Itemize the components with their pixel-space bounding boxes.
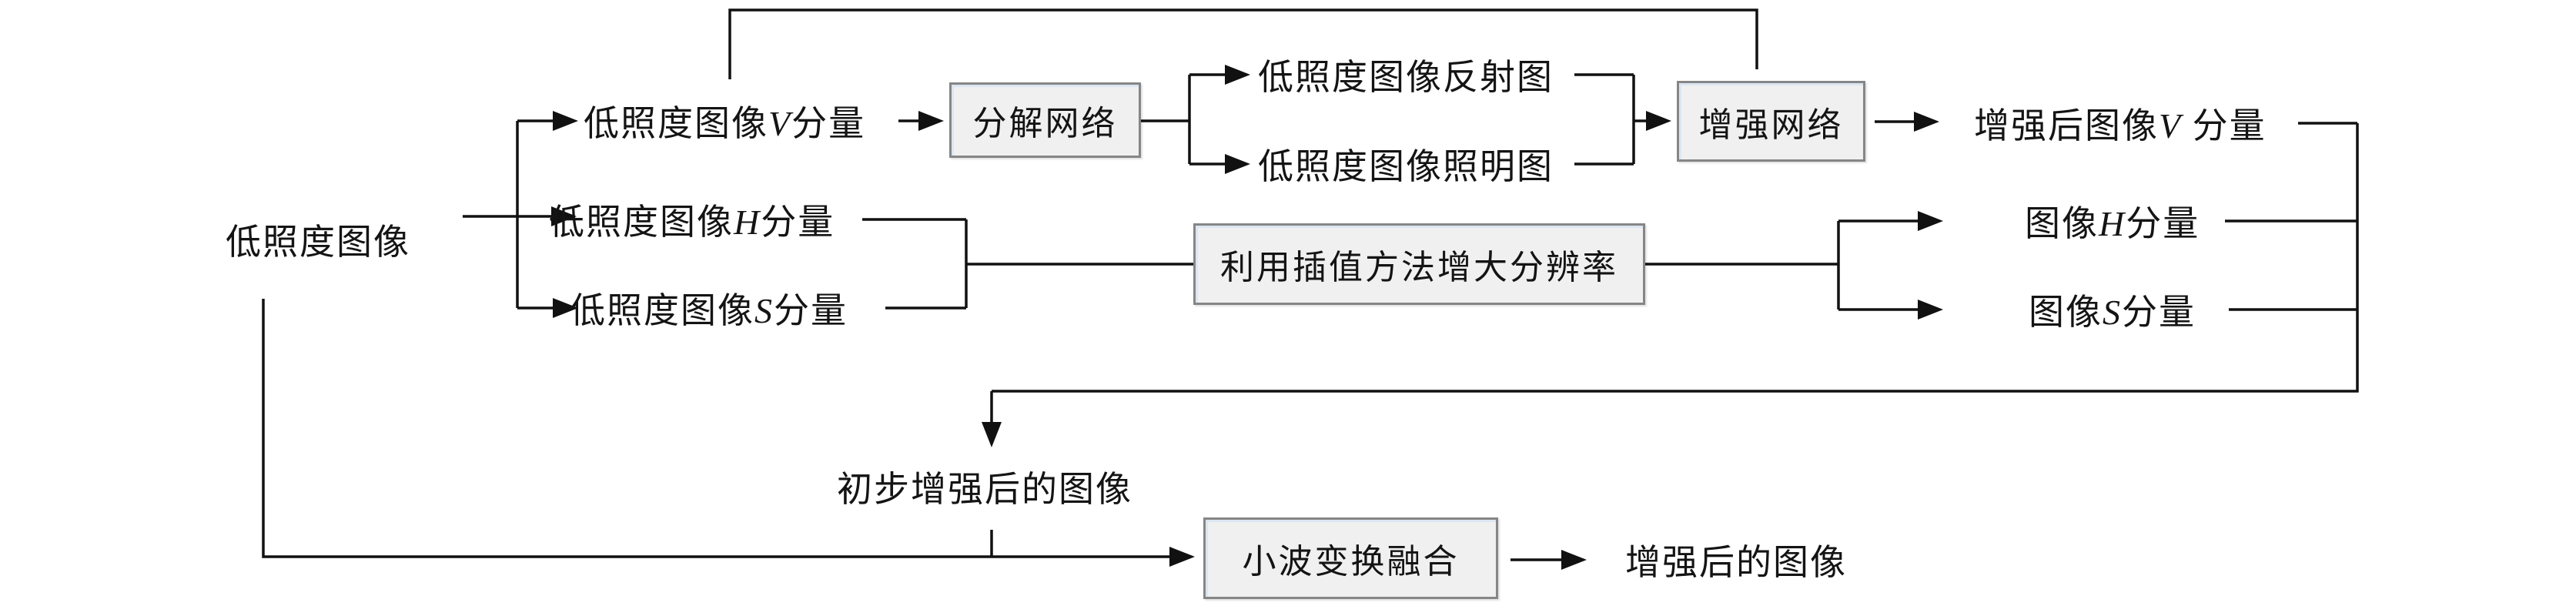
node-enhanced-v: 增强后图像V 分量 <box>1974 98 2267 149</box>
node-image-s-var: S <box>2103 293 2122 332</box>
node-low-image: 低照度图像 <box>226 214 410 265</box>
node-h-component-var: H <box>734 203 761 242</box>
edge-top-feedback <box>728 8 1758 79</box>
node-image-h: 图像H分量 <box>2025 196 2200 246</box>
node-wavelet-fusion-label: 小波变换融合 <box>1242 543 1460 581</box>
edge-lowimage-to-wavelet <box>262 299 1195 567</box>
node-prelim-image-label: 初步增强后的图像 <box>837 470 1132 509</box>
node-image-h-post: 分量 <box>2126 204 2200 243</box>
node-image-s: 图像S分量 <box>2029 284 2196 335</box>
node-image-h-var: H <box>2099 204 2126 243</box>
node-image-s-post: 分量 <box>2122 293 2196 332</box>
node-enhance-net-box: 增强网络 <box>1677 81 1865 162</box>
node-v-component-var: V <box>768 104 792 143</box>
node-decompose-net-box: 分解网络 <box>949 82 1141 158</box>
node-final-image: 增强后的图像 <box>1625 534 1847 585</box>
node-interpolation-box: 利用插值方法增大分辨率 <box>1193 223 1645 305</box>
node-image-s-pre: 图像 <box>2029 293 2103 332</box>
node-reflect-map: 低照度图像反射图 <box>1258 49 1554 100</box>
node-enhanced-v-var: V <box>2159 106 2183 146</box>
node-s-component-post: 分量 <box>774 291 848 330</box>
node-v-component-post: 分量 <box>791 104 866 143</box>
node-enhance-net-label: 增强网络 <box>1698 105 1844 144</box>
node-decompose-net-label: 分解网络 <box>972 105 1118 142</box>
node-h-component-post: 分量 <box>761 203 835 242</box>
node-v-component-pre: 低照度图像 <box>584 104 768 143</box>
node-enhanced-v-pre: 增强后图像 <box>1974 106 2159 146</box>
node-h-component-pre: 低照度图像 <box>549 203 734 242</box>
node-interpolation-label: 利用插值方法增大分辨率 <box>1220 249 1618 286</box>
node-s-component-pre: 低照度图像 <box>570 291 754 330</box>
node-low-image-label: 低照度图像 <box>226 223 410 262</box>
node-final-image-label: 增强后的图像 <box>1625 543 1847 582</box>
node-enhanced-v-post: 分量 <box>2182 106 2267 146</box>
node-s-component-var: S <box>754 291 774 330</box>
node-wavelet-fusion-box: 小波变换融合 <box>1203 517 1498 599</box>
edge-collector <box>992 123 2359 393</box>
node-s-component: 低照度图像S分量 <box>570 283 848 333</box>
node-v-component: 低照度图像V分量 <box>584 95 865 146</box>
node-illumination-map: 低照度图像照明图 <box>1258 139 1554 189</box>
node-h-component: 低照度图像H分量 <box>549 194 835 245</box>
node-prelim-image: 初步增强后的图像 <box>837 461 1132 512</box>
node-reflect-map-label: 低照度图像反射图 <box>1258 58 1554 97</box>
node-illumination-map-label: 低照度图像照明图 <box>1258 147 1554 186</box>
node-image-h-pre: 图像 <box>2025 204 2099 243</box>
